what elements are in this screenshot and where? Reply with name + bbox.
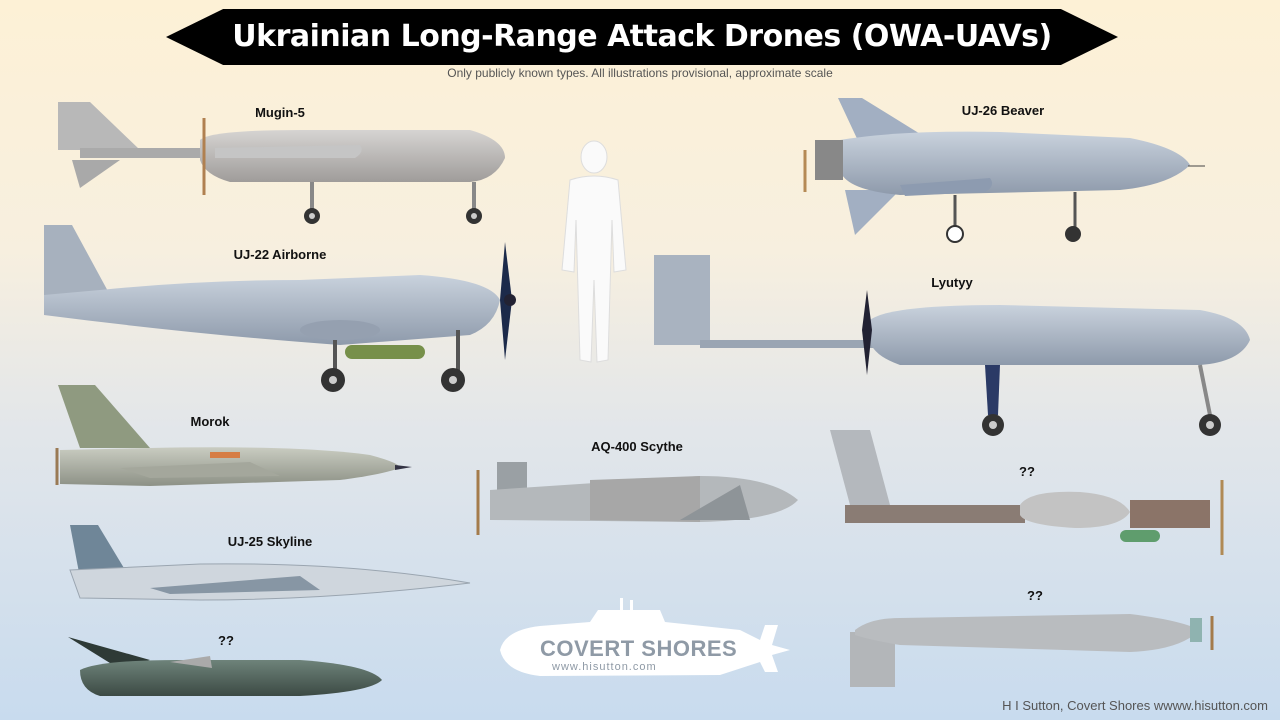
label-uj-25-skyline: UJ-25 Skyline xyxy=(227,534,313,549)
credit: H I Sutton, Covert Shores wwww.hisutton.… xyxy=(1002,698,1268,713)
drone-aq-400-scythe xyxy=(476,462,798,535)
drone-unknown-2 xyxy=(830,430,1224,555)
label-lyutyy: Lyutyy xyxy=(931,275,973,290)
covert-shores-logo xyxy=(500,598,790,676)
label-morok: Morok xyxy=(190,414,230,429)
label-aq-400-scythe: AQ-400 Scythe xyxy=(591,439,683,454)
drone-uj-22-airborne xyxy=(44,225,516,392)
drone-unknown-3 xyxy=(850,614,1214,687)
drone-lyutyy xyxy=(654,255,1250,436)
logo-url: www.hisutton.com xyxy=(552,661,657,673)
logo-name: COVERT SHORES xyxy=(540,636,738,661)
human-scale-figure xyxy=(561,140,627,363)
drone-unknown-1 xyxy=(68,637,382,696)
page-title: Ukrainian Long-Range Attack Drones (OWA-… xyxy=(232,19,1052,54)
label-unknown-2: ?? xyxy=(1019,464,1035,479)
page-subtitle: Only publicly known types. All illustrat… xyxy=(447,66,833,80)
drone-uj-25-skyline xyxy=(69,525,471,601)
label-mugin-5: Mugin-5 xyxy=(255,105,305,120)
label-unknown-3: ?? xyxy=(1027,588,1043,603)
label-unknown-1: ?? xyxy=(218,633,234,648)
title-banner xyxy=(166,9,1118,65)
label-uj-22-airborne: UJ-22 Airborne xyxy=(233,247,327,262)
label-uj-26-beaver: UJ-26 Beaver xyxy=(961,103,1045,118)
drone-mugin-5 xyxy=(58,102,505,224)
drone-morok xyxy=(55,385,412,486)
drone-uj-26-beaver xyxy=(803,98,1205,243)
